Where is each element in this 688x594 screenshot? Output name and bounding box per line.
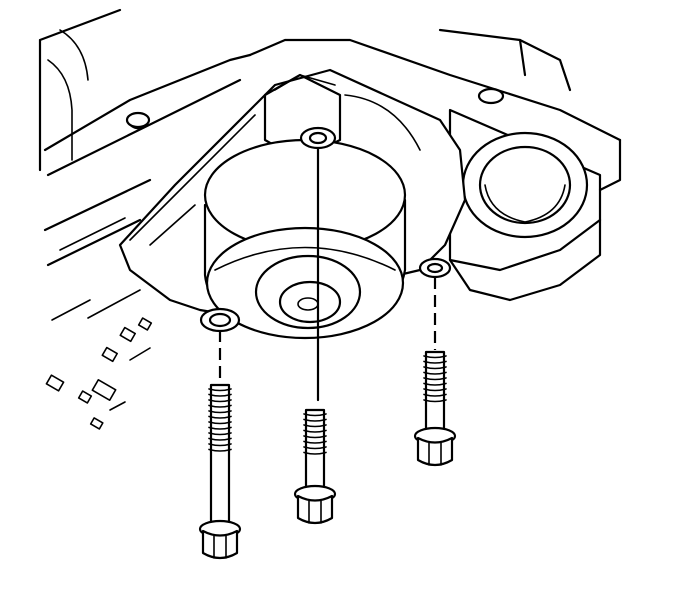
bolt-center xyxy=(293,408,337,525)
bolt-thread xyxy=(423,399,447,403)
detail-marks xyxy=(45,317,153,430)
port-inner-ring xyxy=(478,145,572,225)
bolt-thread xyxy=(208,443,232,447)
bolt-thread xyxy=(423,388,447,392)
boss-right xyxy=(477,87,505,105)
transmission-housing xyxy=(38,8,622,321)
bolt-right xyxy=(413,350,457,467)
boss-left xyxy=(125,111,151,129)
bolt-thread xyxy=(423,393,447,397)
bolt-head xyxy=(201,529,239,560)
bolt-left xyxy=(198,383,242,560)
bolt-head xyxy=(416,436,454,467)
bolt-thread xyxy=(208,415,232,419)
bolt-thread xyxy=(208,426,232,430)
bolt-thread xyxy=(303,451,327,455)
mounting-bolts xyxy=(198,350,457,560)
bolt-thread xyxy=(208,437,232,441)
motor-body xyxy=(203,138,407,340)
bolt-thread xyxy=(208,448,232,452)
bolt-thread xyxy=(423,366,447,370)
bolt-thread xyxy=(208,432,232,436)
bolt-thread xyxy=(423,355,447,359)
bolt-thread xyxy=(208,393,232,397)
bolt-thread xyxy=(208,410,232,414)
bolt-head xyxy=(296,494,334,525)
bolt-thread xyxy=(303,418,327,422)
flange-bolt-holes xyxy=(199,126,452,333)
bolt-thread xyxy=(208,421,232,425)
bolt-thread xyxy=(208,388,232,392)
end-cap-hub xyxy=(278,280,342,324)
housing-port xyxy=(448,108,602,302)
bolt-thread xyxy=(303,440,327,444)
bolt-thread xyxy=(303,424,327,428)
bolt-thread xyxy=(303,446,327,450)
bolt-thread xyxy=(208,399,232,403)
bolt-thread xyxy=(423,360,447,364)
bolt-thread xyxy=(303,435,327,439)
bolt-thread xyxy=(423,377,447,381)
bolt-thread xyxy=(303,413,327,417)
bolt-thread xyxy=(208,404,232,408)
bolt-thread xyxy=(303,429,327,433)
alignment-lines xyxy=(218,146,437,402)
bolt-thread xyxy=(423,371,447,375)
bolt-thread xyxy=(423,382,447,386)
